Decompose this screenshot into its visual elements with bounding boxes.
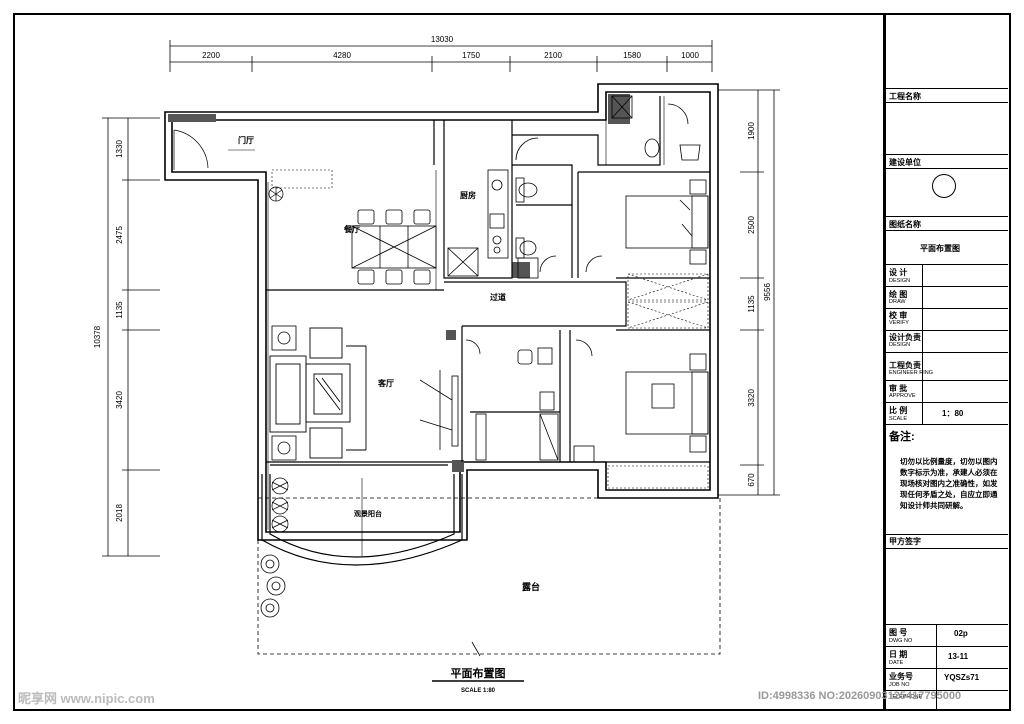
tb-date-label: 日 期 — [889, 650, 908, 659]
tb-design-en: DESIGN — [889, 278, 911, 284]
dim-top-5: 1580 — [623, 51, 641, 60]
tb-engineer: 工程负责 — [889, 361, 921, 370]
dimension-right — [718, 89, 780, 496]
bath-fixtures-top — [515, 95, 701, 279]
dim-top-1: 2200 — [202, 51, 220, 60]
dim-top-2: 4280 — [333, 51, 351, 60]
tb-approve: 审 批 — [889, 384, 908, 393]
dim-top-6: 1000 — [681, 51, 699, 60]
foyer-door — [173, 129, 209, 170]
tb-scale-value: 1：80 — [942, 409, 964, 418]
tb-design: 设 计 — [889, 268, 908, 277]
tb-verify: 校 审 — [889, 311, 908, 320]
tv-wall — [419, 370, 459, 450]
tb-draw-en: DRAW — [889, 299, 906, 305]
title-block: 工程名称 建设单位 图纸名称 平面布置图 设 计 DESIGN 绘 图 DRAW… — [884, 14, 1012, 710]
drawing-title: 平面布置图 — [451, 666, 506, 680]
dim-top-4: 2100 — [544, 51, 562, 60]
dim-right-2: 2500 — [747, 216, 756, 234]
watermark-right: ID:4998336 NO:20260903125417795000 — [758, 690, 962, 702]
tb-drawing-name: 平面布置图 — [920, 244, 960, 253]
tb-remarks-label: 备注: — [889, 431, 915, 443]
balcony-outline — [261, 474, 463, 566]
terrace-boundary — [257, 497, 721, 655]
dimension-left — [102, 117, 160, 557]
tb-job-no-label: 业务号 — [889, 672, 913, 681]
room-label-foyer: 门厅 — [238, 135, 254, 145]
terrace-planters — [260, 554, 286, 618]
dimension-top — [169, 40, 713, 72]
room-label-balcony: 观景阳台 — [354, 509, 382, 518]
plant-icon-foyer — [268, 186, 284, 202]
shoe-cabinet — [271, 169, 333, 189]
living-sofa-set — [269, 327, 367, 459]
plant-icons-balcony — [271, 477, 289, 533]
exterior-walls — [164, 83, 719, 541]
study-fixtures — [465, 339, 559, 461]
client-logo-icon — [932, 174, 956, 198]
room-label-dining: 餐厅 — [343, 224, 360, 234]
tb-project-name-label: 工程名称 — [889, 92, 921, 101]
dim-left-5: 2018 — [115, 504, 124, 522]
dim-left-2: 2475 — [115, 226, 124, 244]
room-label-corridor: 过道 — [490, 292, 506, 302]
dim-right-5: 670 — [747, 473, 756, 487]
tb-draw: 绘 图 — [889, 290, 908, 299]
dining-chairs — [357, 209, 431, 285]
kitchen-counter — [447, 169, 509, 277]
room-label-kitchen: 厨房 — [460, 190, 476, 200]
tb-scale-label: 比 例 — [889, 406, 908, 415]
bed-second — [573, 339, 709, 463]
dim-left-3: 1135 — [115, 301, 124, 319]
tb-drawing-name-label: 图纸名称 — [889, 220, 921, 229]
tb-job-no: YQSZs71 — [944, 673, 980, 682]
sheet-border — [13, 13, 1011, 711]
room-label-terrace: 露台 — [522, 581, 540, 592]
tb-approve-en: APPROVE — [889, 393, 916, 399]
interior-walls — [266, 96, 710, 466]
dim-top-total: 13030 — [431, 35, 454, 44]
tb-design-lead-en: DESIGN — [889, 342, 911, 348]
tb-verify-en: VERIFY — [889, 320, 909, 326]
dim-left-total: 10378 — [93, 325, 102, 348]
tb-remarks-text: 切勿以比例量度，切勿以图内数字标示为准，承建人必须在现场核对图内之准确性，如发现… — [900, 457, 998, 510]
dim-right-3: 1135 — [747, 295, 756, 313]
tb-engineer-en: ENGINEER RING — [889, 370, 934, 376]
dining-table — [351, 225, 437, 269]
dim-right-total: 9556 — [763, 283, 772, 301]
room-label-living: 客厅 — [377, 378, 394, 388]
tb-date: 13-11 — [948, 652, 969, 661]
tb-dwg-no-label: 图 号 — [889, 628, 908, 637]
tb-client-label: 建设单位 — [889, 158, 921, 167]
tb-party-a: 甲方签字 — [889, 537, 921, 546]
tb-dwg-no-en: DWG NO — [889, 638, 913, 644]
wardrobe-corridor — [627, 273, 709, 329]
dim-top-3: 1750 — [462, 51, 480, 60]
bed-master — [625, 179, 709, 265]
drawing-scale: SCALE 1:80 — [461, 688, 496, 694]
tb-dwg-no: 02p — [954, 629, 968, 638]
dim-right-4: 3320 — [747, 389, 756, 407]
tb-telephone-en: TELEPHONE — [889, 694, 923, 700]
bay-window — [607, 465, 709, 489]
side-tables — [271, 325, 297, 461]
dim-left-1: 1330 — [115, 140, 124, 158]
tb-scale-en: SCALE — [889, 416, 908, 422]
dim-right-1: 1900 — [747, 122, 756, 140]
tb-job-no-en: JOB NO — [889, 682, 910, 688]
dim-left-4: 3420 — [115, 391, 124, 409]
tb-design-lead: 设计负责 — [889, 333, 921, 342]
watermark-left: 昵享网 www.nipic.com — [18, 691, 155, 706]
tb-date-en: DATE — [889, 660, 904, 666]
